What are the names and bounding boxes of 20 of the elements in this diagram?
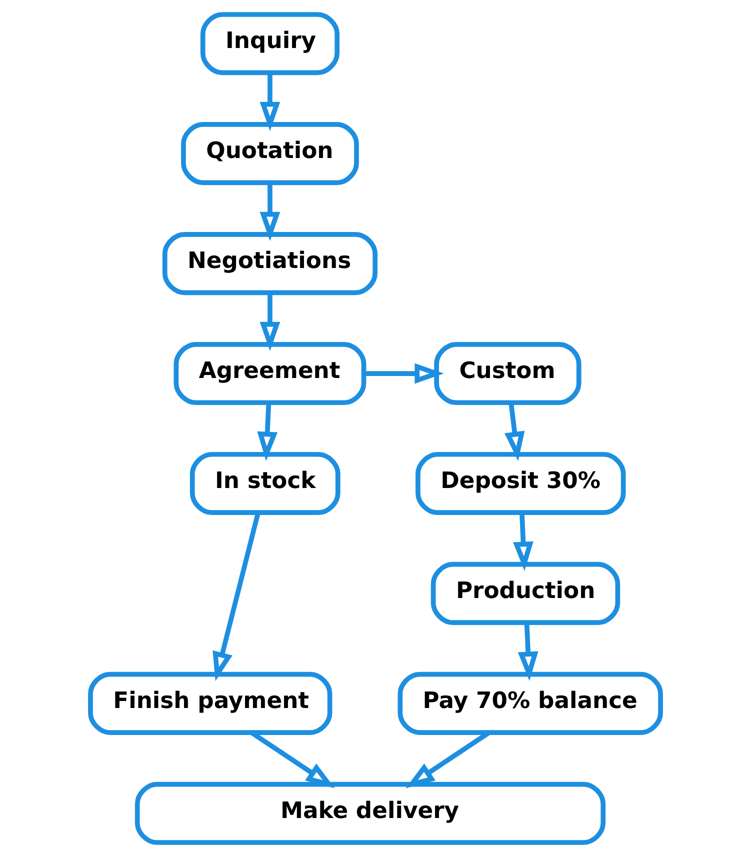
node-box: Finish payment — [88, 672, 332, 735]
node-box: Negotiations — [162, 232, 378, 296]
arrow — [517, 623, 538, 681]
node-box: Custom — [434, 342, 581, 406]
node-box: Make delivery — [134, 782, 606, 845]
node-box: Production — [430, 562, 620, 625]
node-box: Deposit 30% — [415, 452, 626, 516]
arrow — [504, 402, 524, 461]
node-box: In stock — [189, 452, 340, 516]
arrow — [212, 512, 260, 682]
node-box: Pay 70% balance — [397, 672, 662, 735]
arrow — [259, 293, 280, 352]
node-box: Agreement — [173, 342, 366, 406]
node-box: Inquiry — [200, 12, 340, 76]
arrow — [512, 513, 533, 571]
arrow — [364, 363, 444, 384]
arrow — [259, 73, 280, 132]
arrow — [256, 403, 278, 461]
arrow — [259, 183, 280, 242]
node-box: Quotation — [180, 122, 358, 186]
